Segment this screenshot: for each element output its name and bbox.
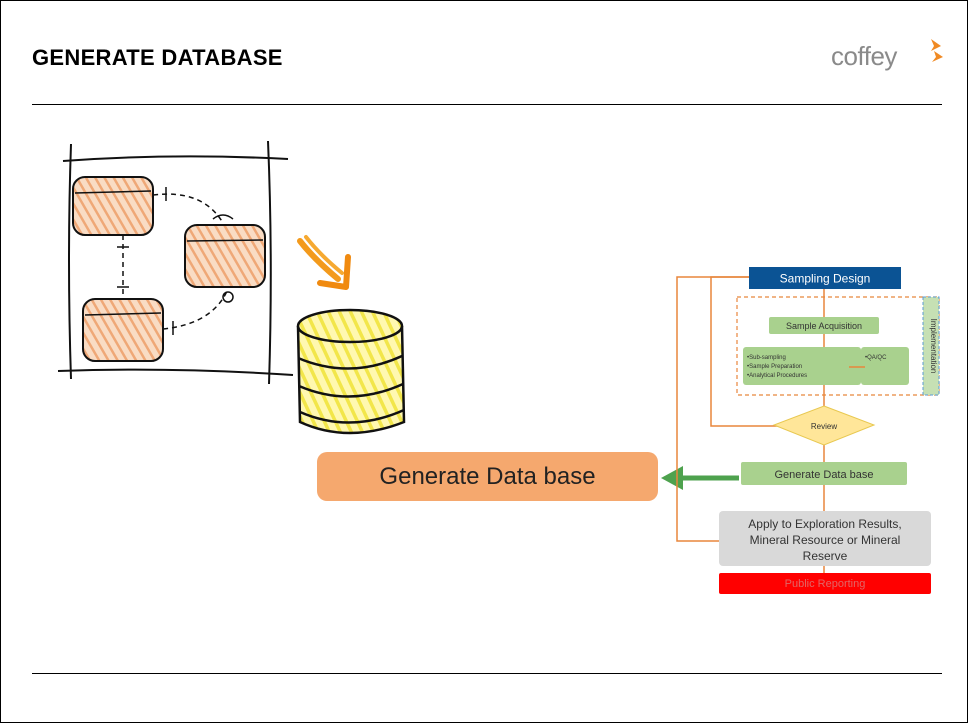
sample-acquisition-box bbox=[769, 317, 879, 334]
generate-db-box bbox=[741, 462, 907, 485]
apply-line-2: Mineral Resource or Mineral bbox=[750, 533, 901, 547]
feedback-connector-outer bbox=[676, 276, 749, 542]
sampling-flowchart: Sampling Design Sample Acquisition •Sub-… bbox=[676, 267, 940, 594]
page-title: GENERATE DATABASE bbox=[32, 45, 283, 70]
sampling-design-label: Sampling Design bbox=[780, 272, 871, 286]
apply-box bbox=[719, 511, 931, 566]
review-diamond bbox=[772, 405, 876, 446]
public-reporting-box bbox=[719, 573, 931, 594]
bottom-divider bbox=[32, 673, 942, 674]
apply-line-1: Apply to Exploration Results, bbox=[748, 517, 901, 531]
database-icon bbox=[296, 308, 406, 435]
qaqc-label: •QA/QC bbox=[865, 355, 887, 361]
generate-database-callout: Generate Data base bbox=[317, 452, 658, 501]
logo-chevron-icon bbox=[931, 39, 943, 62]
bullet-2: •Sample Preparation bbox=[747, 364, 802, 370]
bullet-1: •Sub-sampling bbox=[747, 355, 786, 361]
er-diagram-sketch bbox=[57, 140, 294, 385]
bullet-3: •Analytical Procedures bbox=[747, 373, 807, 379]
sample-acquisition-label: Sample Acquisition bbox=[786, 321, 862, 331]
generate-db-label: Generate Data base bbox=[774, 469, 873, 481]
callout-label: Generate Data base bbox=[379, 462, 596, 490]
coffey-logo: coffey bbox=[831, 37, 951, 77]
apply-line-3: Reserve bbox=[803, 549, 848, 563]
public-reporting-label: Public Reporting bbox=[785, 578, 866, 590]
review-label: Review bbox=[811, 422, 837, 431]
orange-arrow-sketch bbox=[297, 235, 351, 290]
implementation-label: Implementation bbox=[929, 319, 938, 374]
logo-text: coffey bbox=[831, 41, 897, 71]
qaqc-box bbox=[861, 347, 909, 385]
implementation-bar bbox=[922, 296, 940, 396]
feedback-connector-inner bbox=[710, 276, 781, 427]
top-divider bbox=[32, 104, 942, 105]
procedures-box bbox=[743, 347, 861, 385]
sampling-design-box bbox=[749, 267, 901, 289]
